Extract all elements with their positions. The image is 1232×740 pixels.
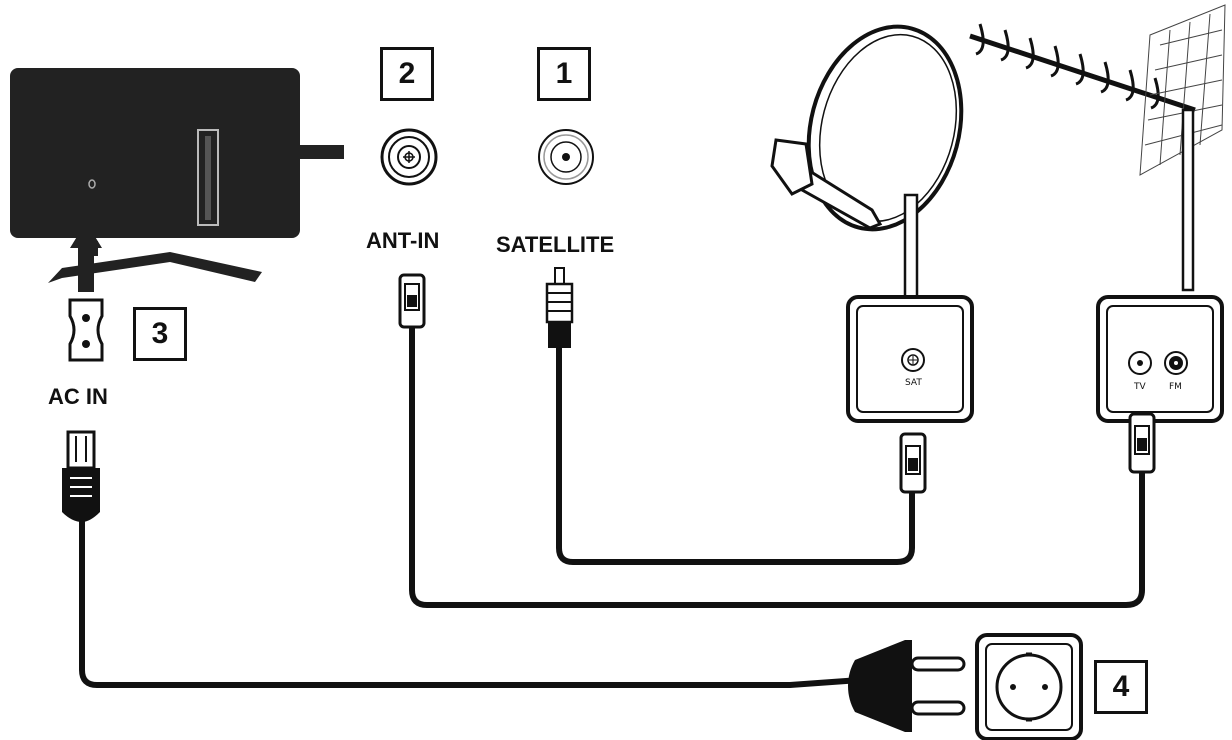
sat-plug-icon — [899, 432, 927, 494]
sat-wall-socket-icon — [846, 295, 974, 423]
tv-icon — [10, 68, 300, 283]
wall-outlet-icon — [975, 633, 1083, 740]
tv-plug-icon — [1128, 412, 1156, 474]
fm-socket-label: FM — [1169, 382, 1182, 392]
ac-in-socket-icon — [68, 298, 104, 362]
iec-connector-icon — [62, 430, 100, 522]
step-number-4: 4 — [1094, 660, 1148, 714]
step-number-2: 2 — [380, 47, 434, 101]
tv-socket-label: TV — [1134, 382, 1146, 392]
arrow-up-icon — [70, 222, 102, 292]
step-number-1: 1 — [537, 47, 591, 101]
arrow-icon — [258, 134, 344, 170]
tv-fm-wall-socket-icon — [1096, 295, 1224, 423]
step-number-3: 3 — [133, 307, 187, 361]
aerial-antenna-icon — [969, 4, 1226, 292]
antenna-plug-icon — [398, 273, 426, 329]
cables — [79, 322, 1145, 688]
power-plug-icon — [848, 640, 966, 732]
f-connector-icon — [545, 267, 574, 348]
satellite-socket-icon — [538, 129, 594, 185]
satellite-dish-icon — [770, 24, 964, 299]
ant-in-label: ANT-IN — [366, 228, 440, 253]
sat-socket-label: SAT — [905, 378, 922, 388]
ac-in-label: AC IN — [48, 384, 108, 409]
satellite-label: SATELLITE — [496, 232, 615, 257]
ant-in-socket-icon — [380, 128, 438, 186]
